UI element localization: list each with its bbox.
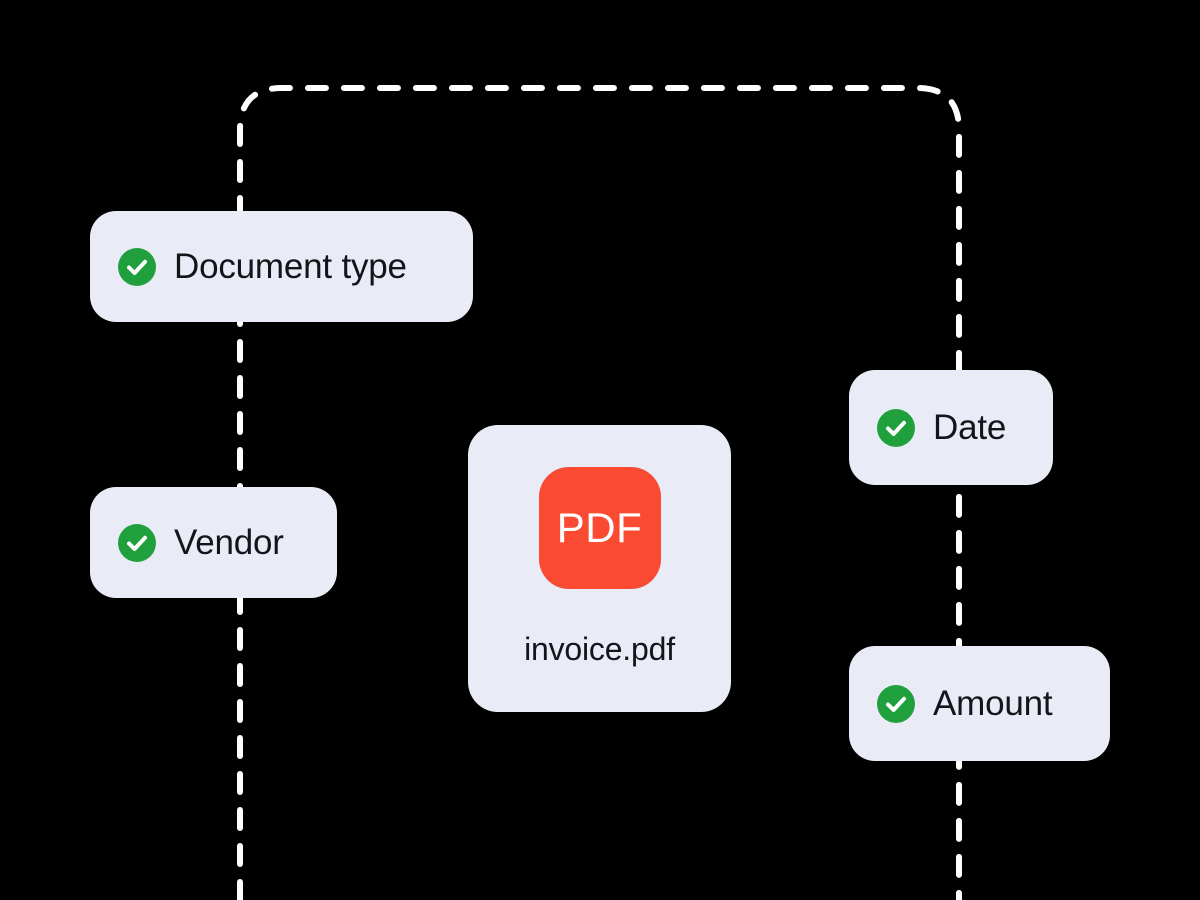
check-circle-icon — [877, 408, 915, 447]
pdf-file-icon: PDF — [538, 467, 661, 589]
check-circle-icon — [118, 247, 156, 286]
field-label-amount: Amount — [933, 684, 1053, 723]
check-circle-icon — [877, 684, 915, 723]
connector-path — [237, 85, 962, 900]
field-label-vendor: Vendor — [174, 523, 284, 562]
field-pill-amount[interactable]: Amount — [849, 646, 1110, 761]
field-label-date: Date — [933, 408, 1007, 447]
field-pill-document-type[interactable]: Document type — [90, 211, 473, 322]
field-label-document-type: Document type — [174, 247, 407, 286]
file-card[interactable]: PDF invoice.pdf — [468, 425, 731, 712]
field-pill-date[interactable]: Date — [849, 370, 1053, 485]
file-type-label: PDF — [556, 504, 643, 551]
file-name-label: invoice.pdf — [524, 631, 675, 667]
check-circle-icon — [118, 523, 156, 562]
field-pill-vendor[interactable]: Vendor — [90, 487, 337, 598]
